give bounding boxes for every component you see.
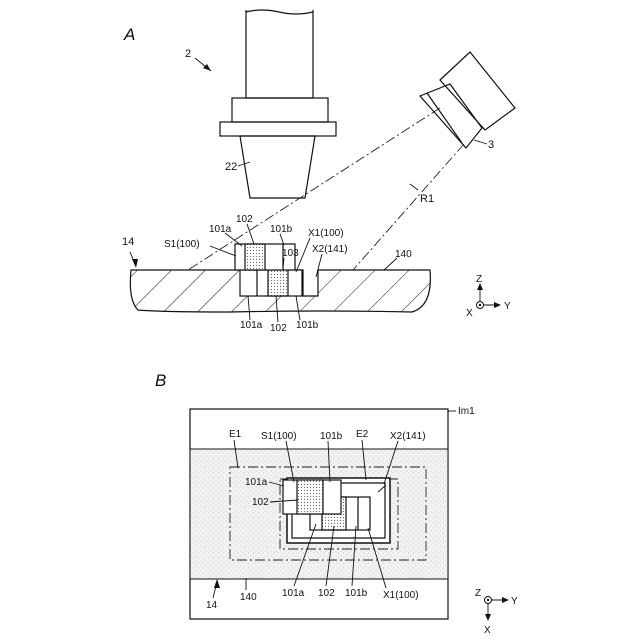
bottom-component-x1 <box>240 270 302 296</box>
label-ray: R1 <box>420 193 434 205</box>
label-region2: E2 <box>356 429 369 440</box>
leader-sensor <box>474 140 487 144</box>
label-bot-mid-b: 102 <box>318 588 335 599</box>
leader-top-right <box>280 234 284 245</box>
label-region1: E1 <box>229 429 242 440</box>
leader-ray <box>410 184 418 190</box>
axis-a-x: X <box>466 308 473 319</box>
label-stage-b: 14 <box>206 600 218 611</box>
figure-a: A 2 22 3 R1 <box>122 10 515 334</box>
label-bottom-part: X1(100) <box>308 228 344 239</box>
label-gap: 103 <box>282 248 299 259</box>
label-bot-right-b: 101b <box>345 588 368 599</box>
label-camera-ring: 22 <box>225 161 237 173</box>
axis-b-y: Y <box>511 596 518 607</box>
axes-b: Z Y X <box>475 588 518 636</box>
axis-a-y: Y <box>504 301 511 312</box>
leader-surface <box>384 258 397 270</box>
label-bot-left-b: 101a <box>282 588 305 599</box>
label-surface-b: 140 <box>240 592 257 603</box>
label-bot-mid: 102 <box>270 323 287 334</box>
figure-b-label: B <box>155 371 166 390</box>
label-top-right-b: 101b <box>320 431 343 442</box>
label-top-part: S1(100) <box>164 239 200 250</box>
axis-b-z: Z <box>475 588 481 599</box>
axis-b-x: X <box>484 625 491 636</box>
label-surface: 140 <box>395 249 412 260</box>
label-top-part-b: S1(100) <box>261 431 297 442</box>
stage-arrowhead <box>132 259 138 268</box>
label-camera: 2 <box>185 48 191 60</box>
top-component-s1-b <box>283 480 341 514</box>
label-bot-right: 101b <box>296 320 319 331</box>
leader-top-mid <box>247 224 254 244</box>
figure-b: B Im1 E1 S1(100) 101b E2 <box>155 371 518 636</box>
camera-2 <box>220 10 336 198</box>
label-top-left: 101a <box>209 224 232 235</box>
sensor-3 <box>420 52 515 148</box>
label-image: Im1 <box>458 406 475 417</box>
label-top-mid: 102 <box>236 214 253 225</box>
axis-a-z: Z <box>476 274 482 285</box>
label-bot-left: 101a <box>240 320 263 331</box>
label-recess-b: X2(141) <box>390 431 426 442</box>
figure-a-label: A <box>123 25 135 44</box>
axes-a: Z Y X <box>466 274 511 319</box>
label-top-mid-b: 102 <box>252 497 269 508</box>
label-recess: X2(141) <box>312 244 348 255</box>
label-sensor: 3 <box>488 139 494 151</box>
label-stage: 14 <box>122 236 134 248</box>
label-top-left-b: 101a <box>245 477 268 488</box>
label-bottom-part-b: X1(100) <box>383 590 419 601</box>
label-top-right: 101b <box>270 224 293 235</box>
